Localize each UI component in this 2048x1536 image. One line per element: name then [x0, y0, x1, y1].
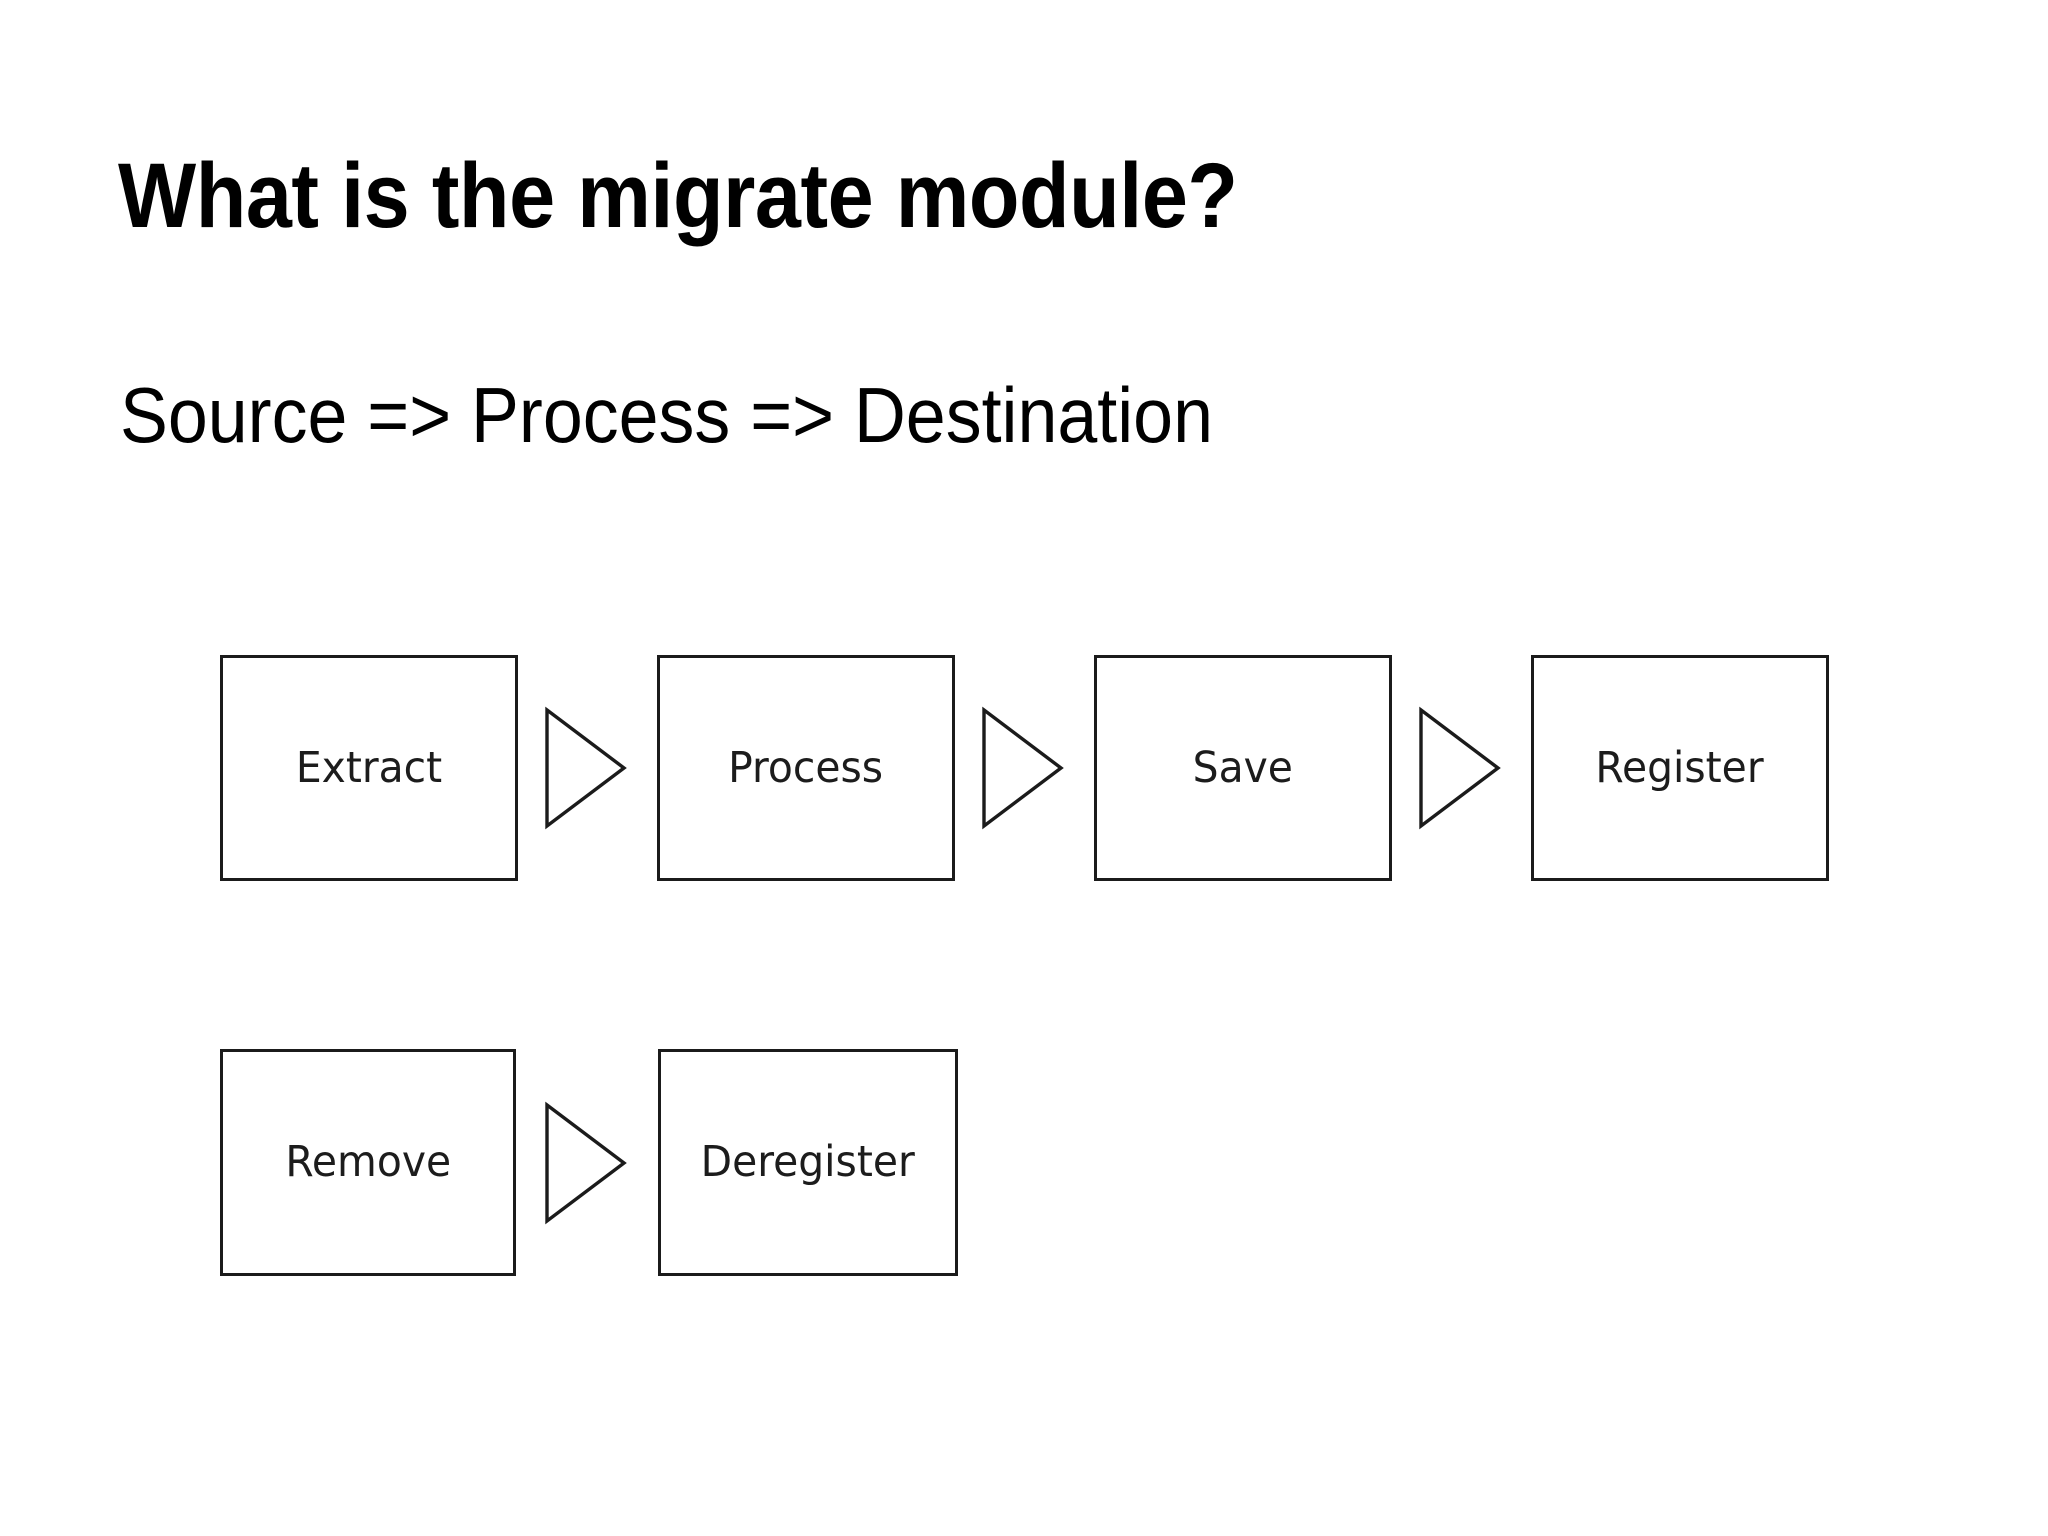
- flow-step-label: Extract: [295, 742, 443, 793]
- flow-step-label: Deregister: [700, 1137, 916, 1187]
- flow-step-extract[interactable]: Extract: [220, 655, 518, 881]
- flow-step-label: Register: [1595, 742, 1765, 793]
- flow-step-register[interactable]: Register: [1531, 655, 1829, 881]
- arrow-right-icon: [982, 706, 1064, 830]
- flow-step-label: Remove: [285, 1137, 451, 1187]
- flow-step-remove[interactable]: Remove: [220, 1049, 516, 1276]
- slide-subtitle: Source => Process => Destination: [120, 371, 1213, 459]
- flow-step-label: Save: [1192, 742, 1294, 793]
- flow-step-save[interactable]: Save: [1094, 655, 1392, 881]
- arrow-right-icon: [545, 706, 627, 830]
- arrow-right-icon: [1419, 706, 1501, 830]
- page-title: What is the migrate module?: [118, 145, 1238, 247]
- flow-step-process[interactable]: Process: [657, 655, 955, 881]
- arrow-right-icon: [545, 1101, 627, 1224]
- flow-row-rollback: Remove Deregister: [220, 1049, 958, 1276]
- flow-step-label: Process: [728, 742, 884, 793]
- flow-step-deregister[interactable]: Deregister: [658, 1049, 958, 1276]
- flow-row-import: Extract Process Save Register: [220, 655, 1829, 881]
